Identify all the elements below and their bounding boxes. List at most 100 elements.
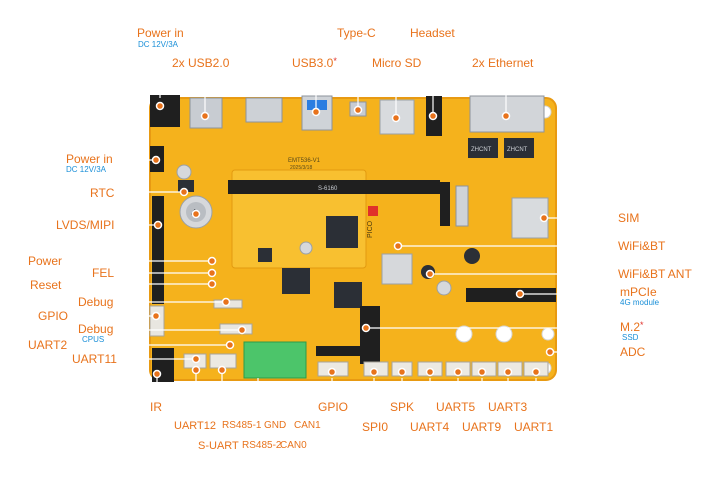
capacitor bbox=[299, 241, 313, 255]
label-uart1: UART1 bbox=[514, 420, 554, 434]
m2-standoff bbox=[495, 325, 513, 343]
label-typec: Type-C bbox=[337, 26, 376, 40]
capacitor bbox=[436, 280, 452, 296]
som-connector bbox=[228, 180, 440, 194]
label-spi0: SPI0 bbox=[362, 420, 389, 434]
marker bbox=[425, 269, 435, 279]
marker bbox=[221, 297, 231, 307]
label-m2-star: * bbox=[640, 320, 644, 330]
terminal-block bbox=[243, 341, 307, 379]
dc-jack-top bbox=[150, 95, 180, 127]
marker bbox=[397, 367, 407, 377]
label-debug: Debug bbox=[78, 295, 114, 309]
marker bbox=[393, 241, 403, 251]
label-gpio-left: GPIO bbox=[38, 309, 69, 323]
marker bbox=[515, 289, 525, 299]
callout-markers bbox=[151, 101, 555, 379]
label-uart4: UART4 bbox=[410, 420, 450, 434]
memory-chip bbox=[282, 268, 310, 294]
marker bbox=[425, 367, 435, 377]
label-can1: CAN1 bbox=[294, 420, 321, 431]
uart2-header bbox=[219, 323, 253, 335]
label-rs485-2: RS485-2 bbox=[242, 440, 282, 451]
marker bbox=[151, 155, 161, 165]
marker bbox=[151, 311, 161, 321]
marker bbox=[179, 187, 189, 197]
wifi-module bbox=[381, 253, 413, 285]
label-uart2: UART2 bbox=[28, 338, 68, 352]
label-gnd: GND bbox=[264, 420, 287, 431]
label-can0: CAN0 bbox=[280, 440, 307, 451]
marker bbox=[428, 111, 438, 121]
ethernet-chip-mark-2: ZHCNT bbox=[507, 147, 528, 153]
label-usb3-star: * bbox=[333, 56, 337, 66]
label-power-in-top: Power in bbox=[137, 26, 184, 40]
marker bbox=[477, 367, 487, 377]
marker bbox=[207, 256, 217, 266]
marker bbox=[327, 367, 337, 377]
label-fel: FEL bbox=[92, 266, 115, 280]
label-m2: M.2* bbox=[620, 320, 644, 334]
leader-line bbox=[257, 378, 301, 418]
emmc-chip bbox=[334, 282, 362, 308]
marker bbox=[155, 101, 165, 111]
marker bbox=[191, 354, 201, 364]
ethernet-chip-2 bbox=[504, 138, 534, 158]
lvds-mipi-header bbox=[152, 196, 164, 304]
label-debug-cpus-sub: CPUS bbox=[82, 335, 105, 344]
label-power-in-left-sub: DC 12V/3A bbox=[66, 165, 107, 174]
label-uart9: UART9 bbox=[462, 420, 502, 434]
marker bbox=[153, 220, 163, 230]
marker bbox=[369, 367, 379, 377]
som-connector-mark: S-6160 bbox=[318, 186, 338, 192]
board-date-silk: 2025/3/18 bbox=[290, 165, 312, 171]
marker bbox=[237, 325, 247, 335]
gpio-header-mid bbox=[316, 346, 360, 356]
label-usb3-text: USB3.0 bbox=[292, 56, 334, 70]
label-rs485-1: RS485-1 bbox=[222, 420, 262, 431]
marker bbox=[311, 107, 321, 117]
ethernet-chip bbox=[468, 138, 498, 158]
label-gpio-bottom: GPIO bbox=[318, 400, 349, 414]
marker bbox=[152, 369, 162, 379]
marker bbox=[217, 365, 227, 375]
label-m2-sub: SSD bbox=[622, 333, 639, 342]
marker bbox=[361, 323, 371, 333]
label-spk: SPK bbox=[390, 400, 415, 414]
label-adc: ADC bbox=[620, 345, 646, 359]
label-wifibt: WiFi&BT bbox=[618, 239, 666, 253]
marker bbox=[207, 279, 217, 289]
label-ir: IR bbox=[150, 400, 162, 414]
m2-standoff bbox=[541, 327, 555, 341]
marker bbox=[539, 213, 549, 223]
marker bbox=[531, 367, 541, 377]
marker bbox=[225, 340, 235, 350]
label-uart12: UART12 bbox=[174, 420, 216, 432]
label-power: Power bbox=[28, 254, 63, 268]
m2-standoff bbox=[455, 325, 473, 343]
marker bbox=[191, 209, 201, 219]
marker bbox=[545, 347, 555, 357]
som-logo bbox=[368, 206, 378, 216]
label-wifibt-ant: WiFi&BT ANT bbox=[618, 267, 692, 281]
marker bbox=[503, 367, 513, 377]
label-m2-text: M.2 bbox=[620, 320, 641, 334]
label-sim: SIM bbox=[618, 211, 640, 225]
ethernet-chip-mark: ZHCNT bbox=[471, 147, 492, 153]
capacitor bbox=[176, 164, 192, 180]
label-lvds-mipi: LVDS/MIPI bbox=[56, 218, 115, 232]
label-uart5: UART5 bbox=[436, 400, 476, 414]
marker bbox=[501, 111, 511, 121]
label-microsd: Micro SD bbox=[372, 56, 422, 70]
m2-slot bbox=[360, 306, 380, 364]
flex-connector-2 bbox=[455, 185, 469, 227]
label-suart: S-UART bbox=[198, 440, 239, 452]
board-name-silk: EMT536-V1 bbox=[288, 158, 321, 164]
capacitor bbox=[464, 248, 480, 264]
usb2-connector-2 bbox=[245, 97, 283, 123]
marker bbox=[453, 367, 463, 377]
label-reset: Reset bbox=[30, 278, 62, 292]
soc-chip bbox=[326, 216, 358, 248]
